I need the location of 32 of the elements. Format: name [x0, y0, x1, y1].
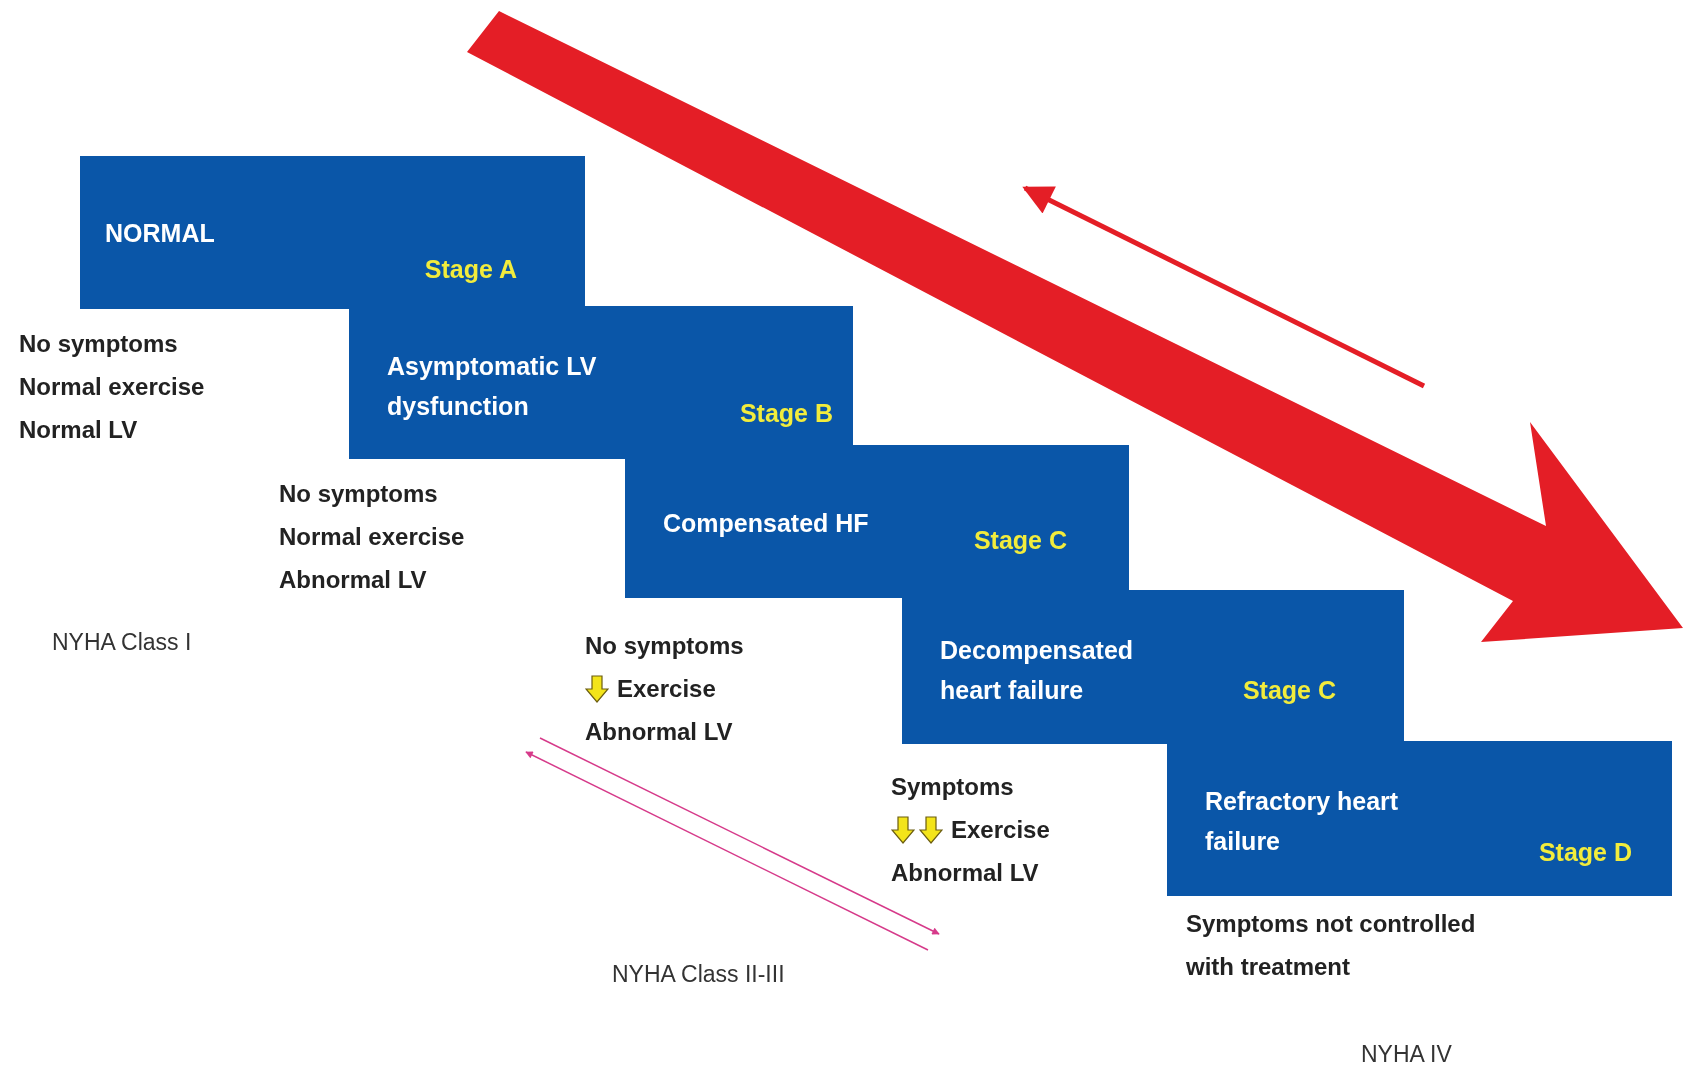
stage-title: Decompensated heart failure	[940, 635, 1135, 706]
stage-title: Compensated HF	[663, 508, 869, 539]
description-text: Abnormal LV	[891, 858, 1040, 888]
description-text: Exercise	[617, 673, 716, 704]
stage-label: Stage C	[1242, 675, 1336, 706]
stage-title: NORMAL	[105, 218, 215, 249]
description-text: Normal exercise	[19, 372, 205, 402]
stage-label: Stage B	[739, 398, 833, 429]
class-label: NYHA IV	[1361, 1040, 1452, 1067]
stage-box	[349, 306, 853, 459]
stage-box	[80, 156, 585, 309]
stage-box	[1167, 741, 1672, 896]
description-text: No symptoms	[279, 479, 439, 509]
description-text: Exercise	[951, 814, 1050, 845]
description-text: Abnormal LV	[279, 565, 428, 595]
description-text: Abnormal LV	[585, 717, 734, 747]
stage-label: Stage D	[1538, 837, 1632, 868]
stage-box	[625, 445, 1129, 598]
stage-box	[902, 590, 1404, 744]
class-label: NYHA Class II-III	[612, 960, 785, 989]
stage-title: Asymptomatic LV dysfunction	[387, 351, 598, 422]
description-text: Normal exercise	[279, 522, 465, 552]
stage-label: Stage C	[973, 525, 1067, 556]
description-text: No symptoms	[19, 329, 179, 359]
class-label: NYHA Class I	[52, 628, 192, 657]
description-text: Symptoms	[891, 772, 1015, 802]
description-text: No symptoms	[585, 631, 744, 661]
stage-label: Stage A	[424, 254, 517, 285]
description-text: with treatment	[1186, 952, 1351, 982]
description-text: Symptoms not controlled	[1186, 909, 1476, 939]
stage-title: Refractory heart failure	[1205, 786, 1400, 857]
description-text: Normal LV	[19, 415, 139, 445]
